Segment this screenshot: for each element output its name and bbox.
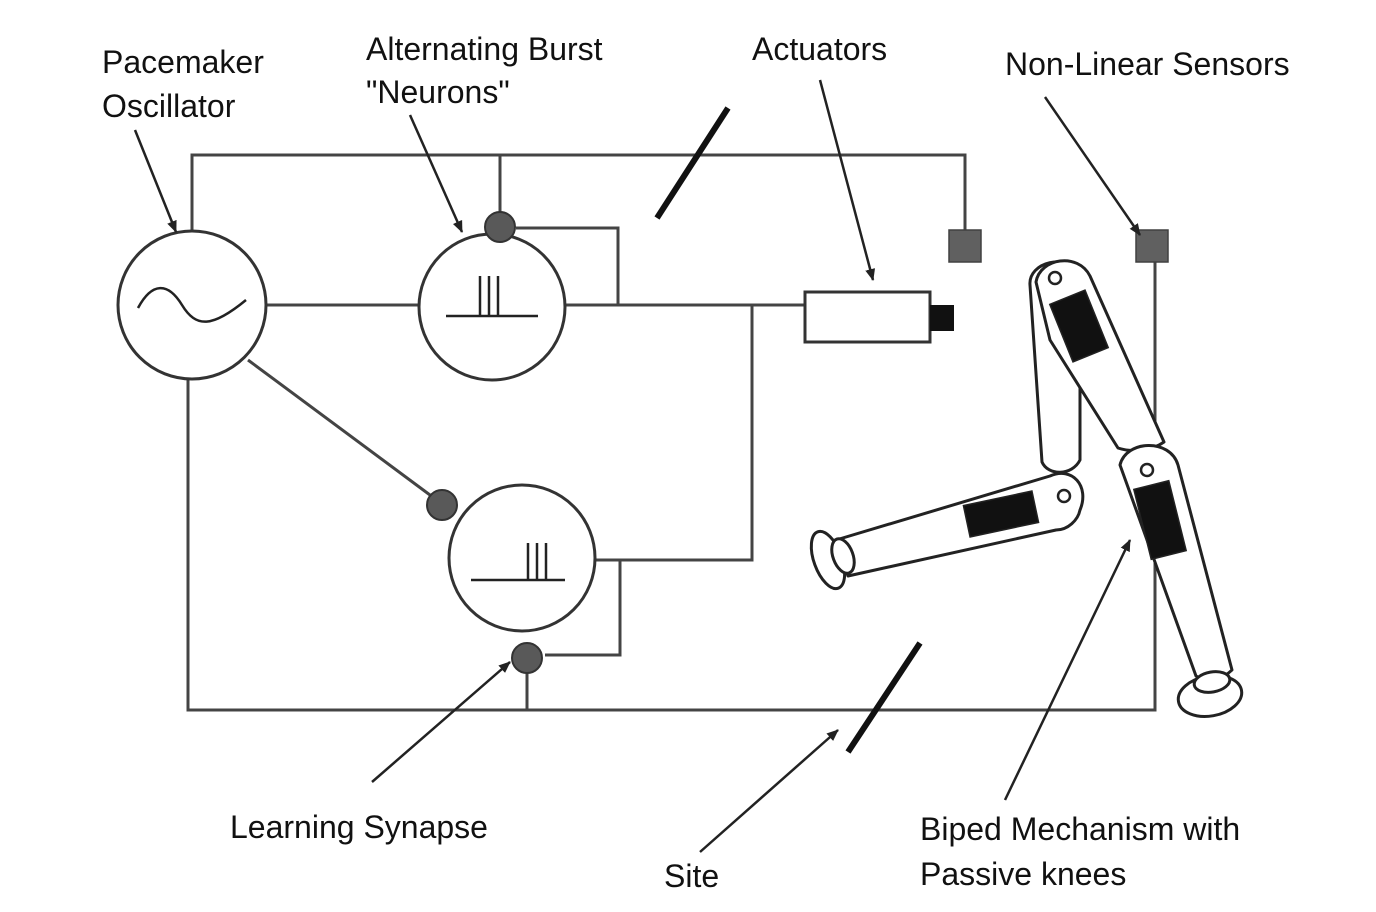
bottom-feedback-wire xyxy=(186,262,1157,712)
site-markers xyxy=(654,106,923,754)
upper-neuron-self-loop-wire xyxy=(516,226,620,305)
lower-neuron-to-actuator-wire xyxy=(595,305,754,562)
left-shank xyxy=(834,471,1085,578)
actuator-shaft xyxy=(930,305,954,331)
labels: Pacemaker Oscillator Alternating Burst "… xyxy=(102,31,1290,894)
lower-burst-neuron xyxy=(447,483,597,633)
actuators-label: Actuators xyxy=(752,31,887,67)
burst-neurons-label-line1: Alternating Burst xyxy=(366,31,603,67)
top-feedback-wire xyxy=(190,153,967,232)
lower-input-synapse-dot-icon xyxy=(426,489,458,521)
synapses xyxy=(426,211,543,674)
left-foot xyxy=(809,529,856,591)
sensors xyxy=(948,229,1169,263)
sensors-label: Non-Linear Sensors xyxy=(1005,46,1290,82)
label-pointers xyxy=(133,79,1142,853)
sensors-pointer xyxy=(1043,96,1142,236)
circuit-wiring xyxy=(186,153,1157,712)
burst-neurons-pointer xyxy=(408,114,464,233)
pacemaker-label-line2: Oscillator xyxy=(102,88,236,124)
actuators-pointer xyxy=(818,79,876,281)
biped-label-line1: Biped Mechanism with xyxy=(920,811,1240,847)
site-pointer xyxy=(699,729,839,853)
right-foot xyxy=(1176,670,1244,718)
oscillator-to-lower-neuron-wire xyxy=(247,358,431,497)
right-thigh-window xyxy=(1048,289,1110,363)
learning-synapse-dot-icon xyxy=(511,642,543,674)
left-sensor-square-icon xyxy=(948,229,982,263)
learning-synapse-label: Learning Synapse xyxy=(230,809,488,845)
pacemaker-oscillator xyxy=(116,229,268,381)
right-shank xyxy=(1118,444,1234,681)
site-label: Site xyxy=(664,858,719,894)
upper-burst-neuron xyxy=(417,232,567,382)
lower-neuron-self-loop-wire xyxy=(545,558,622,657)
actuator-body xyxy=(803,290,932,344)
upper-neuron-circle xyxy=(417,232,567,382)
lower-neuron-circle xyxy=(447,483,597,633)
right-shank-window xyxy=(1132,479,1188,561)
spike-train-icon xyxy=(446,276,538,318)
upper-synapse-dot-icon xyxy=(484,211,516,243)
lower-site-slash xyxy=(845,641,923,754)
biped-pointer xyxy=(1003,539,1132,801)
biped-label-line2: Passive knees xyxy=(920,856,1126,892)
pacemaker-pointer xyxy=(133,129,178,233)
right-thigh xyxy=(1034,259,1166,452)
learning-synapse-pointer xyxy=(371,661,511,783)
left-shank-window xyxy=(962,490,1040,538)
upper-site-slash xyxy=(654,106,731,220)
spike-train-icon xyxy=(471,543,565,582)
sine-wave-icon xyxy=(136,286,247,323)
oscillator-circle xyxy=(116,229,268,381)
pacemaker-label-line1: Pacemaker xyxy=(102,44,264,80)
right-sensor-square-icon xyxy=(1135,229,1169,263)
actuator xyxy=(803,290,954,344)
biped-mechanism xyxy=(809,259,1244,718)
burst-neurons-label-line2: "Neurons" xyxy=(366,74,510,110)
